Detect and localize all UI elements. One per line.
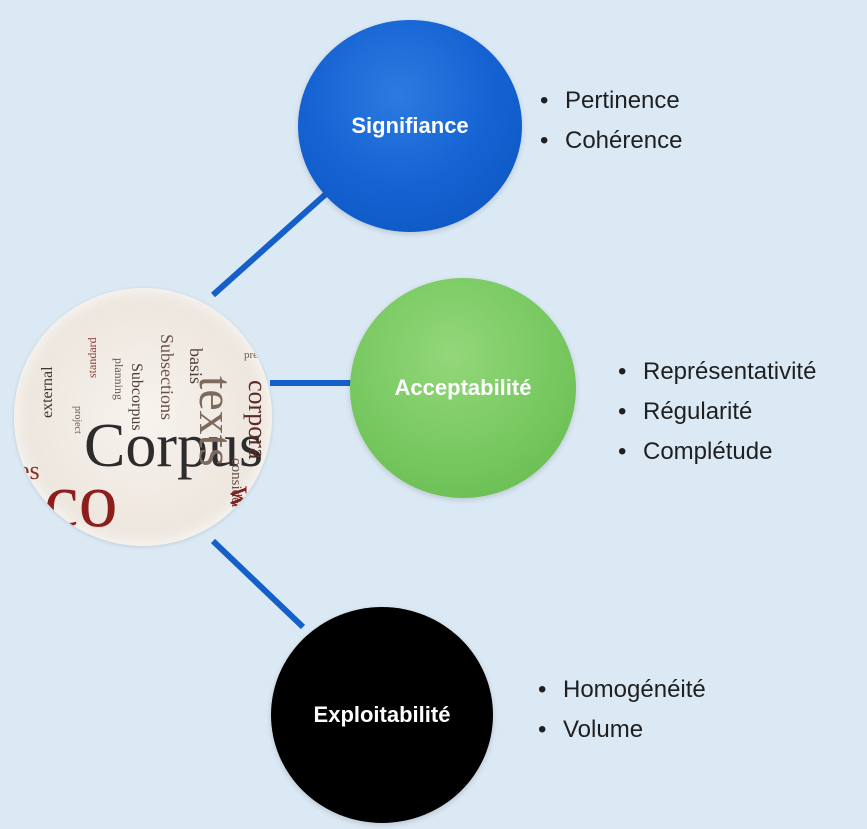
- exploitabilite-item: Homogénéité: [538, 670, 706, 710]
- word-planning: planning: [112, 358, 126, 400]
- word-standard: standard: [85, 337, 99, 378]
- node-acceptabilite: Acceptabilité: [350, 278, 576, 498]
- word-present: present: [244, 349, 272, 361]
- word-considered: considered: [228, 458, 244, 523]
- word-corpus: Corpus: [84, 412, 263, 480]
- node-signifiance-label: Signifiance: [351, 113, 469, 138]
- word-es: es: [18, 456, 40, 485]
- acceptabilite-item: Représentativité: [618, 352, 816, 392]
- word-co: co: [44, 456, 118, 543]
- acceptabilite-bullet-list: Représentativité Régularité Complétude: [618, 352, 816, 472]
- acceptabilite-item: Régularité: [618, 392, 816, 432]
- corpus-word-cloud-image: Corpus texts co corpora Subsections Subc…: [14, 288, 272, 546]
- word-external: external: [39, 366, 56, 418]
- signifiance-item: Pertinence: [540, 81, 682, 121]
- word-subcorpus: Subcorpus: [128, 363, 145, 431]
- signifiance-item: Cohérence: [540, 121, 682, 161]
- node-signifiance: Signifiance: [298, 20, 522, 232]
- word-electronic: electronic: [234, 298, 272, 313]
- connector-signifiance: [210, 190, 330, 298]
- exploitabilite-bullet-list: Homogénéité Volume: [538, 670, 706, 750]
- word-project: project: [72, 406, 83, 434]
- node-acceptabilite-label: Acceptabilité: [394, 375, 532, 400]
- word-basis: basis: [186, 348, 206, 384]
- acceptabilite-item: Complétude: [618, 432, 816, 472]
- word-wo: wo: [223, 486, 260, 528]
- signifiance-bullet-list: Pertinence Cohérence: [540, 81, 682, 161]
- node-exploitabilite: Exploitabilité: [271, 607, 493, 823]
- node-exploitabilite-label: Exploitabilité: [313, 702, 451, 727]
- word-corpora: corpora: [243, 380, 272, 460]
- connector-exploitabilite: [210, 538, 306, 630]
- word-texts: texts: [189, 376, 242, 467]
- exploitabilite-item: Volume: [538, 710, 706, 750]
- word-subsections: Subsections: [157, 334, 177, 420]
